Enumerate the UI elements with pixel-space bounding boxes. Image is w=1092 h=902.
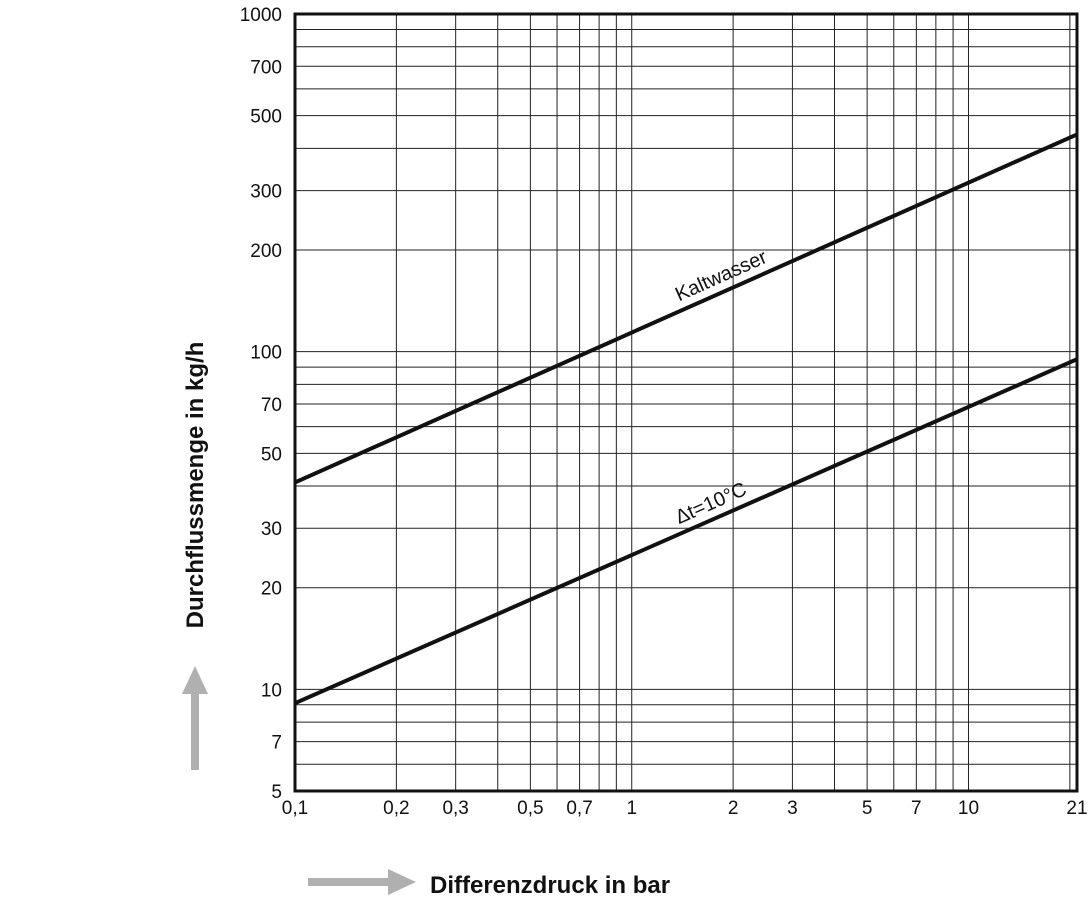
- x-tick-label: 21: [1066, 798, 1087, 819]
- x-tick-label: 1: [626, 798, 637, 819]
- tick-labels: 0,1 0,2 0,3 0,5 0,7 1 2 3 5 7 10 21 5 7 10 20 30 50 70 100 2…: [240, 5, 1088, 819]
- x-tick-label: 3: [787, 798, 798, 819]
- x-axis-title: Differenzdruck in bar: [430, 872, 670, 899]
- y-tick-label: 300: [250, 182, 282, 203]
- y-tick-label: 10: [261, 680, 282, 701]
- y-tick-label: 200: [250, 241, 282, 262]
- y-tick-label: 500: [250, 107, 282, 128]
- y-tick-label: 100: [250, 343, 282, 364]
- y-axis-title: Durchflussmenge in kg/h: [182, 342, 209, 629]
- series-line-1: [294, 132, 1078, 485]
- y-tick-label: 7: [271, 733, 282, 754]
- series-line-2: [294, 357, 1078, 706]
- x-axis-arrow: [308, 869, 416, 895]
- x-tick-label: 0,2: [383, 798, 409, 819]
- y-axis-arrow: [182, 666, 208, 770]
- x-tick-label: 5: [862, 798, 873, 819]
- grid: [294, 13, 1078, 792]
- y-tick-label: 20: [261, 579, 282, 600]
- x-tick-label: 0,7: [566, 798, 592, 819]
- x-tick-label: 7: [911, 798, 922, 819]
- y-tick-label: 5: [271, 782, 282, 803]
- x-tick-label: 0,1: [282, 798, 308, 819]
- series-layer: [294, 132, 1078, 706]
- y-tick-label: 50: [261, 444, 282, 465]
- plot-frame: [293, 12, 1079, 793]
- x-tick-label: 0,3: [442, 798, 468, 819]
- y-tick-label: 70: [261, 395, 282, 416]
- y-tick-label: 30: [261, 519, 282, 540]
- y-tick-label: 1000: [240, 5, 282, 26]
- x-tick-label: 0,5: [517, 798, 543, 819]
- x-tick-label: 10: [958, 798, 979, 819]
- x-tick-label: 2: [728, 798, 739, 819]
- y-tick-label: 700: [250, 57, 282, 78]
